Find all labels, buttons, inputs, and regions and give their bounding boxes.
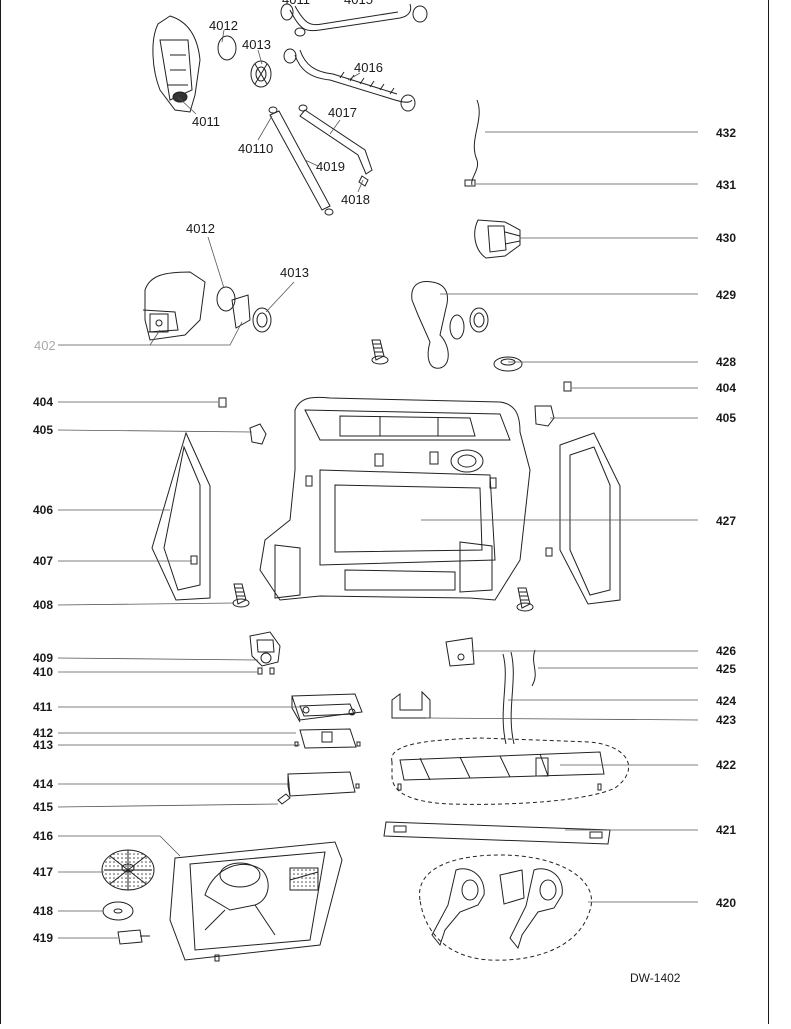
label-left-9: 413 bbox=[33, 738, 53, 752]
part-404-clip-left bbox=[218, 397, 227, 408]
label-right-1: 431 bbox=[716, 178, 736, 192]
part-420-wash-arms bbox=[419, 854, 592, 961]
label-4011: 4011 bbox=[192, 114, 220, 129]
label-right-9: 425 bbox=[716, 662, 736, 676]
label-4017: 4017 bbox=[328, 105, 357, 120]
part-418-washer bbox=[102, 901, 134, 921]
part-410-screws bbox=[257, 667, 275, 675]
left-frame-line bbox=[0, 0, 1, 1024]
part-406-side-panel-left bbox=[151, 431, 211, 601]
part-431-sensor bbox=[464, 179, 476, 187]
label-4016: 4016 bbox=[354, 60, 383, 75]
label-left-11: 415 bbox=[33, 800, 53, 814]
label-right-14: 420 bbox=[716, 896, 736, 910]
part-429-salt-container bbox=[411, 281, 489, 369]
part-402-sump bbox=[142, 271, 206, 341]
label-4013-top: 4013 bbox=[242, 37, 271, 52]
part-4015-hose bbox=[280, 3, 428, 37]
part-415-screw bbox=[277, 793, 291, 805]
right-label-column: 432 431 430 429 428 404 405 427 426 425 … bbox=[716, 126, 736, 910]
label-left-13: 417 bbox=[33, 865, 53, 879]
leader-lines bbox=[57, 29, 699, 939]
label-left-0: 404 bbox=[33, 395, 53, 409]
label-left-2: 406 bbox=[33, 503, 53, 517]
part-412-board bbox=[294, 728, 361, 749]
label-left-12: 416 bbox=[33, 829, 53, 843]
label-left-5: 409 bbox=[33, 651, 53, 665]
label-left-10: 414 bbox=[33, 777, 53, 791]
part-432-wire bbox=[471, 99, 480, 186]
label-right-8: 426 bbox=[716, 644, 736, 658]
label-4012-mid: 4012 bbox=[186, 221, 215, 236]
part-416-base-plate bbox=[169, 841, 343, 962]
label-left-8: 412 bbox=[33, 726, 53, 740]
part-side-panel-right bbox=[545, 432, 621, 605]
part-4011-pump bbox=[152, 15, 201, 113]
label-left-7: 411 bbox=[33, 700, 53, 714]
part-411-control-box bbox=[291, 693, 363, 723]
label-left-15: 419 bbox=[33, 931, 53, 945]
label-4018: 4018 bbox=[341, 192, 370, 207]
part-402-bracket bbox=[231, 294, 251, 329]
label-4019: 4019 bbox=[316, 159, 345, 174]
label-right-0: 432 bbox=[716, 126, 736, 140]
part-421-plinth bbox=[383, 821, 611, 845]
label-right-4: 428 bbox=[716, 355, 736, 369]
part-leveling-foot-top bbox=[371, 339, 389, 365]
label-left-14: 418 bbox=[33, 904, 53, 918]
label-right-7: 427 bbox=[716, 514, 736, 528]
label-right-6: 405 bbox=[716, 411, 736, 425]
part-430-pressure-switch bbox=[474, 219, 521, 259]
label-4013-mid: 4013 bbox=[280, 265, 309, 280]
part-414-cover bbox=[287, 771, 360, 797]
label-4011-top: 4011 bbox=[282, 0, 310, 7]
part-4012-ring-b bbox=[216, 286, 236, 312]
label-left-6: 410 bbox=[33, 665, 53, 679]
label-right-11: 423 bbox=[716, 713, 736, 727]
label-left-4: 408 bbox=[33, 598, 53, 612]
part-leveling-foot-right bbox=[516, 587, 534, 612]
part-427-base-frame bbox=[259, 396, 531, 601]
part-40110-o-ring bbox=[298, 104, 308, 112]
part-419-switch bbox=[117, 929, 150, 945]
part-405-hinge-right bbox=[534, 405, 555, 427]
part-404-clip-right bbox=[563, 381, 572, 392]
part-422-front-panel bbox=[391, 737, 630, 805]
label-left-1: 405 bbox=[33, 423, 53, 437]
part-423-bracket bbox=[391, 690, 431, 719]
part-428-cap bbox=[493, 356, 523, 372]
label-right-12: 422 bbox=[716, 758, 736, 772]
label-4015-top: 4015 bbox=[344, 0, 373, 7]
label-left-3: 407 bbox=[33, 554, 53, 568]
part-417-filter-disc bbox=[101, 849, 155, 891]
label-right-10: 424 bbox=[716, 694, 736, 708]
part-4016-corrugated-hose bbox=[283, 48, 416, 112]
label-4012-top: 4012 bbox=[209, 18, 238, 33]
left-label-column: 404 405 406 407 408 409 410 411 412 413 … bbox=[33, 395, 53, 945]
part-4019-tube bbox=[268, 106, 334, 216]
part-4018-clip bbox=[358, 175, 369, 187]
label-40110: 40110 bbox=[238, 141, 273, 156]
part-408-leveling-foot bbox=[232, 583, 250, 608]
label-right-5: 404 bbox=[716, 381, 736, 395]
label-right-2: 430 bbox=[716, 231, 736, 245]
label-right-3: 429 bbox=[716, 288, 736, 302]
part-425-wire bbox=[531, 649, 536, 687]
diagram-code: DW-1402 bbox=[630, 971, 681, 985]
part-409-inlet-valve bbox=[249, 631, 281, 667]
part-4013-filter-a bbox=[250, 60, 272, 88]
part-4013-filter-b bbox=[252, 307, 272, 333]
part-4017-pipe bbox=[299, 109, 373, 175]
label-402: 402 bbox=[34, 338, 56, 353]
part-426-bracket bbox=[445, 637, 475, 667]
part-405-hinge-left bbox=[249, 423, 267, 445]
part-4012-ring-a bbox=[217, 35, 237, 61]
part-424-harness bbox=[502, 651, 515, 745]
right-frame-line bbox=[768, 0, 769, 1024]
label-right-13: 421 bbox=[716, 823, 736, 837]
